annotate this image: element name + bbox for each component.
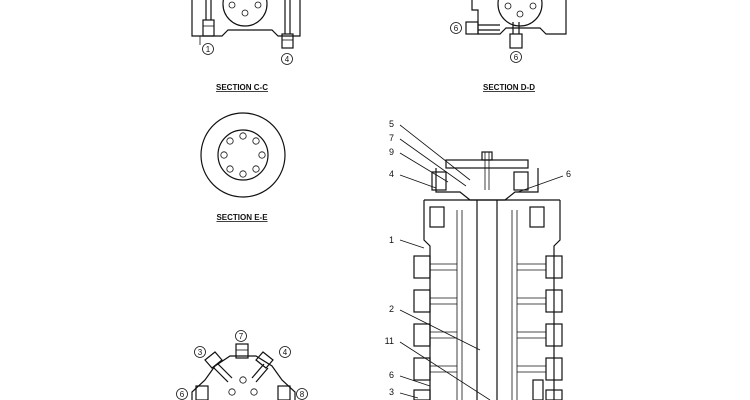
main-assembly-view	[413, 151, 563, 400]
svg-text:4: 4	[283, 348, 288, 357]
bottom-left-view	[191, 343, 296, 400]
svg-text:6: 6	[180, 390, 185, 399]
callout-bl-8: 8	[296, 388, 308, 400]
leader-lines	[399, 124, 564, 400]
svg-text:7: 7	[239, 332, 244, 341]
callout-3: 3	[389, 387, 394, 397]
svg-text:6: 6	[514, 53, 519, 62]
svg-text:6: 6	[454, 24, 459, 33]
svg-text:4: 4	[285, 55, 290, 64]
svg-text:1: 1	[206, 45, 211, 54]
svg-text:8: 8	[300, 390, 305, 399]
callout-bl-4: 4	[279, 346, 291, 358]
section-cc-view	[191, 0, 301, 49]
section-dd-view	[465, 0, 567, 49]
callout-dd-6-bottom: 6	[510, 51, 522, 63]
callout-dd-6-left: 6	[450, 22, 462, 34]
callout-bl-3: 3	[194, 346, 206, 358]
callout-cc-4: 4	[281, 53, 293, 65]
callout-4: 4	[389, 169, 394, 179]
section-cc-label: SECTION C-C	[216, 83, 268, 92]
callout-9: 9	[389, 147, 394, 157]
section-dd-label: SECTION D-D	[483, 83, 535, 92]
callout-cc-1: 1	[202, 43, 214, 55]
section-ee-label: SECTION E-E	[216, 213, 268, 222]
callout-7: 7	[389, 133, 394, 143]
callout-5: 5	[389, 119, 394, 129]
callout-bl-6: 6	[176, 388, 188, 400]
callout-2: 2	[389, 304, 394, 314]
callout-1: 1	[389, 235, 394, 245]
svg-text:3: 3	[198, 348, 203, 357]
callout-6-top: 6	[566, 169, 571, 179]
callout-11: 11	[385, 336, 394, 346]
callout-6-bottom: 6	[389, 370, 394, 380]
section-ee-view	[200, 112, 286, 198]
callout-bl-7: 7	[235, 330, 247, 342]
